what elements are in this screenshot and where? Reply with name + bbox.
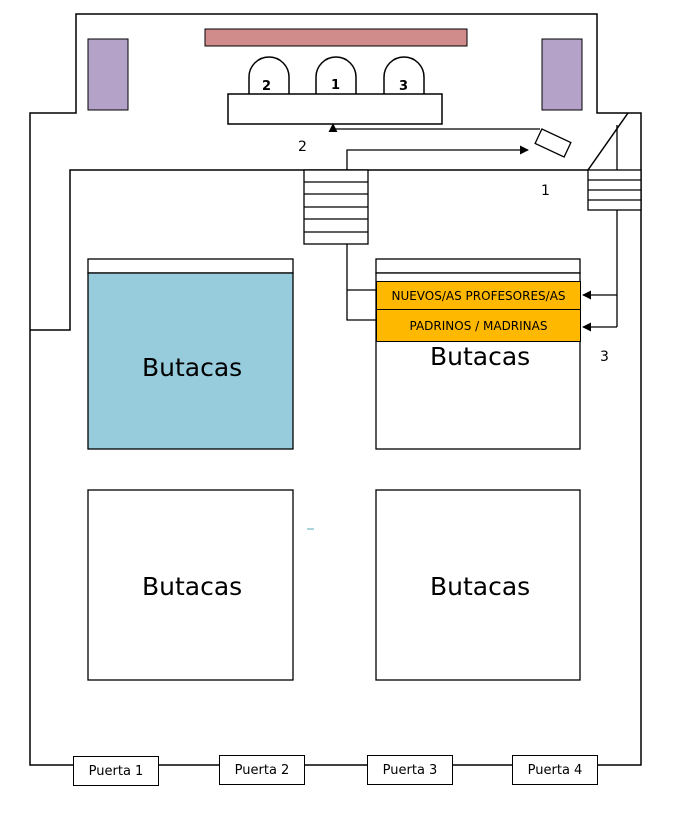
reserved-row-godparents: PADRINOS / MADRINAS <box>376 309 581 342</box>
route-number-2: 2 <box>298 139 307 155</box>
route-number-3: 3 <box>600 349 609 365</box>
stair-diagonal-right <box>587 112 629 171</box>
stairs-left <box>303 169 369 245</box>
seating-label-top-right: Butacas <box>430 342 531 371</box>
seating-block-top-left <box>87 272 294 450</box>
seating-block-bottom-right <box>375 489 581 681</box>
route-connector-row2 <box>346 290 377 321</box>
stage-screen <box>204 28 468 47</box>
door-3: Puerta 3 <box>367 755 453 785</box>
seating-label-bottom-right: Butacas <box>430 572 531 601</box>
seating-label-top-left: Butacas <box>142 353 243 382</box>
arch-label-right: 3 <box>399 79 409 94</box>
seating-label-bottom-left: Butacas <box>142 572 243 601</box>
seating-block-bottom-left <box>87 489 294 681</box>
seating-block-top-right-header <box>375 258 581 274</box>
route-arrow-2 <box>328 123 540 133</box>
stage-arch-center <box>315 56 357 94</box>
stairs-right <box>587 169 642 211</box>
door-1: Puerta 1 <box>73 756 159 786</box>
stage-arch-right <box>383 56 425 94</box>
arch-label-center: 1 <box>331 78 341 93</box>
stage-arch-left <box>248 56 290 94</box>
seating-block-top-left-header <box>87 258 294 274</box>
stage-table <box>227 93 443 125</box>
route-number-1: 1 <box>541 183 550 199</box>
side-panel-left <box>87 38 129 111</box>
door-4: Puerta 4 <box>512 755 598 785</box>
arch-label-left: 2 <box>262 79 272 94</box>
projector-icon <box>534 128 572 158</box>
side-panel-right <box>541 38 583 111</box>
door-2: Puerta 2 <box>219 755 305 785</box>
reserved-row-new-teachers: NUEVOS/AS PROFESORES/AS <box>376 281 581 310</box>
